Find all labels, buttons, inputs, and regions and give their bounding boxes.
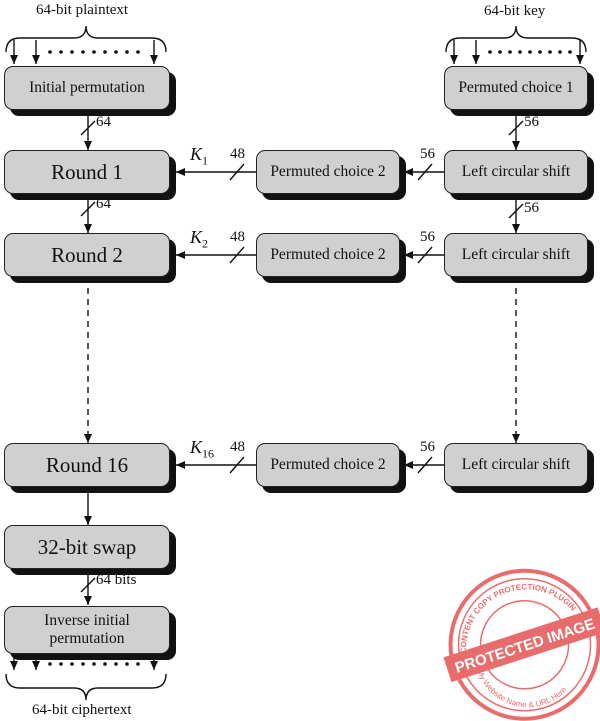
plaintext-input-arrows [10,40,158,64]
bits-pc2-round16: 48 [230,439,245,455]
subkey-k1-k: K [190,144,203,164]
subkey-k16: K16 [190,437,214,462]
permuted-choice-2-label-1: Permuted choice 2 [270,163,386,181]
plaintext-brace [5,25,167,53]
slash-shift16-pc2 [417,456,433,474]
initial-permutation-box: Initial permutation [4,66,170,110]
round-1-label: Round 1 [51,159,123,184]
key-label: 64-bit key [484,3,546,19]
bits-shift16-pc2: 56 [420,439,435,455]
round-2-label: Round 2 [51,242,123,267]
slash-swap-inverse [80,577,96,593]
permuted-choice-2-box-1: Permuted choice 2 [256,150,400,194]
bits-ip-round1: 64 [96,114,111,130]
ciphertext-label: 64-bit ciphertext [32,702,132,718]
inverse-permutation-label-line2: permutation [49,630,125,647]
swap-label: 32-bit swap [37,534,137,559]
ciphertext-brace [5,673,167,701]
round-16-label: Round 16 [45,452,129,477]
ciphertext-dots [48,662,140,666]
subkey-k2: K2 [190,227,208,252]
key-input-arrows [450,40,584,64]
left-circular-shift-1-box: Left circular shift [444,150,588,194]
slash-ip-round1 [80,120,96,136]
slash-pc1-shift1 [508,120,524,136]
bits-pc1-shift1: 56 [524,114,539,130]
swap-box: 32-bit swap [4,525,170,569]
permuted-choice-2-label-2: Permuted choice 2 [270,246,386,264]
initial-permutation-label: Initial permutation [29,79,145,97]
bits-pc2-round1: 48 [230,146,245,162]
round-16-box: Round 16 [4,443,170,487]
permuted-choice-1-box: Permuted choice 1 [444,66,588,110]
left-circular-shift-16-box: Left circular shift [444,443,588,487]
bits-swap-inverse: 64 bits [96,572,137,588]
subkey-k1-sub: 1 [202,153,209,168]
slash-shift1-pc2 [417,163,433,181]
left-circular-shift-2-label: Left circular shift [461,246,571,264]
slash-pc2-round2 [229,246,245,264]
subkey-k1: K1 [190,144,208,169]
subkey-k16-k: K [190,437,203,457]
slash-shift1-shift2 [508,203,524,219]
left-circular-shift-16-label: Left circular shift [461,456,571,474]
bits-shift1-shift2: 56 [524,200,539,216]
subkey-k2-k: K [190,227,203,247]
bits-pc2-round2: 48 [230,229,245,245]
round-2-box: Round 2 [4,233,170,277]
permuted-choice-2-label-16: Permuted choice 2 [270,456,386,474]
permuted-choice-2-box-2: Permuted choice 2 [256,233,400,277]
left-circular-shift-1-label: Left circular shift [461,163,571,181]
slash-shift2-pc2 [417,246,433,264]
subkey-k16-sub: 16 [202,446,215,461]
permuted-choice-2-box-16: Permuted choice 2 [256,443,400,487]
watermark-text: PROTECTED IMAGE [453,616,597,677]
round-1-box: Round 1 [4,150,170,194]
plaintext-dots [48,50,140,54]
ciphertext-output-arrows [10,654,158,670]
left-circular-shift-2-box: Left circular shift [444,233,588,277]
subkey-k2-sub: 2 [202,236,209,251]
bits-round1-round2: 64 [96,196,111,212]
permuted-choice-1-label: Permuted choice 1 [458,79,574,97]
bits-shift2-pc2: 56 [420,229,435,245]
inverse-permutation-box: Inverse initial permutation [4,606,170,654]
slash-pc2-round1 [229,163,245,181]
slash-pc2-round16 [229,456,245,474]
key-brace [445,25,587,53]
slash-round1-round2 [80,201,96,217]
plaintext-label: 64-bit plaintext [36,2,129,18]
bits-shift1-pc2: 56 [420,146,435,162]
inverse-permutation-label-line1: Inverse initial [44,612,130,630]
key-dots [488,50,572,54]
